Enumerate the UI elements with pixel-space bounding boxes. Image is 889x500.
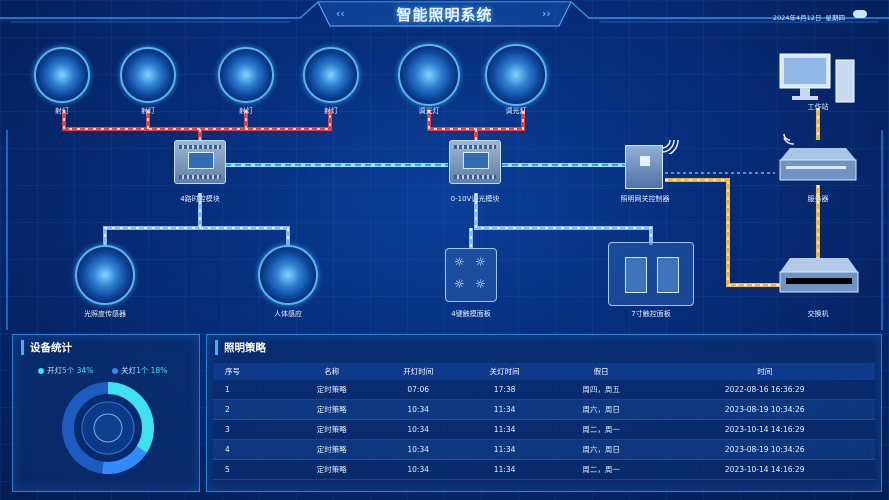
col-header: 假日 [547,363,655,380]
stats-title: 设备统计 [21,340,72,355]
touch-panel-7in[interactable] [608,242,694,306]
dimming-module-0-10v[interactable] [449,140,501,184]
workstation-icon[interactable] [778,52,858,104]
legend-on: 开灯5个 34% [38,365,93,376]
cloud-icon [853,10,867,18]
dimmer-light-1-label: 调光灯 [418,107,440,115]
dimming-module-label: 0-10V调光模块 [450,195,500,203]
touch-panel-label: 7寸触控面板 [631,310,671,318]
dimmer-light-2-label: 调光灯 [505,107,527,115]
wireless-signal-icon [661,139,679,154]
legend-off-dot [112,368,118,374]
chevron-left-icon: ‹‹ [336,7,345,20]
legend-on-dot [38,368,44,374]
col-header: 名称 [288,363,375,380]
workstation-label: 工作站 [807,103,829,111]
bulb-icon: ☼ [454,255,465,269]
light-sensor-icon[interactable] [75,245,135,305]
spotlight-4-icon[interactable] [303,47,359,103]
col-header: 关灯时间 [461,363,548,380]
keypad-panel[interactable]: ☼ ☼ ☼ ☼ [445,248,497,302]
gateway-label: 照明网关控制器 [620,195,670,203]
spotlight-4-label: 射灯 [324,107,338,115]
spotlight-3-label: 射灯 [239,107,253,115]
server-icon[interactable] [776,132,860,186]
left-frame-line [6,130,8,330]
bulb-icon: ☼ [475,277,486,291]
page-title: 智能照明系统 [396,6,493,24]
spotlight-2-icon[interactable] [120,47,176,103]
keypad-label: 4键触摸面板 [451,310,491,318]
legend-off: 关灯1个 18% [112,365,167,376]
col-header: 时间 [654,363,875,380]
col-header: 开灯时间 [375,363,462,380]
header-frame [0,1,889,27]
switch-label: 交换机 [807,310,829,318]
motion-sensor-icon[interactable] [258,245,318,305]
spotlight-3-icon[interactable] [218,47,274,103]
spotlight-1-icon[interactable] [34,47,90,103]
chevron-right-icon: ›› [542,7,551,20]
server-label: 服务器 [807,195,829,203]
timer-module-label: 4路时控模块 [180,195,220,203]
motion-sensor-label: 人体感应 [274,310,302,318]
switch-key-left [625,257,647,293]
light-sensor-label: 光照度传感器 [84,310,126,318]
bulb-icon: ☼ [475,255,486,269]
col-header: 序号 [213,363,289,380]
right-frame-line [881,130,883,330]
switch-key-right [657,257,679,293]
dimmer-light-2-icon[interactable] [485,44,547,106]
strategy-title: 照明策略 [215,340,266,355]
gateway-controller[interactable] [625,145,663,189]
timer-module-4ch[interactable] [174,140,226,184]
donut-chart [62,382,154,474]
network-switch-icon[interactable] [778,256,860,296]
spotlight-1-label: 射灯 [55,107,69,115]
date-display: 2024年4月12日 星期四 [772,14,845,22]
donut-arc-on [62,382,154,474]
spotlight-2-label: 射灯 [141,107,155,115]
bulb-icon: ☼ [454,277,465,291]
dimmer-light-1-icon[interactable] [398,44,460,106]
